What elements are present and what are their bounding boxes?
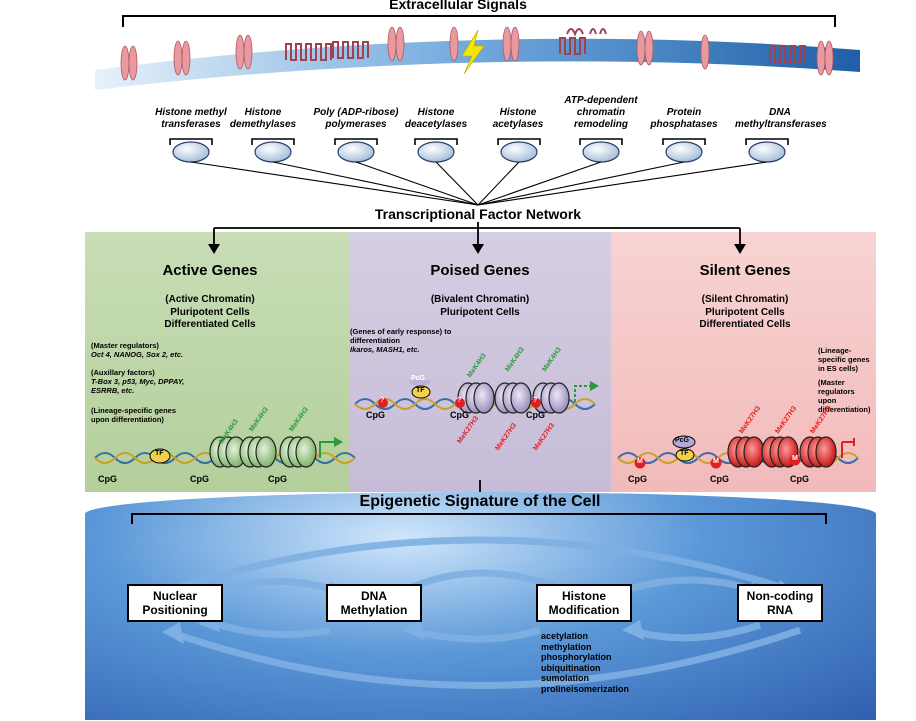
chromatin-graphics <box>94 380 859 469</box>
q-poised-2: ? <box>457 397 462 404</box>
poised-cells-1: Pluripotent Cells <box>440 307 520 318</box>
cpg-active-1: CpG <box>98 474 117 484</box>
receptor-1 <box>120 45 138 81</box>
pcg-silent: PcG <box>675 437 690 444</box>
histone-modification-box: Histone Modification <box>536 584 632 622</box>
receptor-5 <box>449 26 459 62</box>
enzyme-label-8: DNA methyltransferases <box>735 107 827 130</box>
top-bracket <box>122 15 836 27</box>
membrane-diagram <box>95 15 860 206</box>
silent-note-1: (Lineage-specific genes in ES cells) <box>818 346 870 373</box>
active-note-3: (Lineage-specific genes upon differentia… <box>91 406 177 424</box>
dna-methylation-box: DNA Methylation <box>326 584 422 622</box>
cpg-active-3: CpG <box>268 474 287 484</box>
tf-active: TF <box>155 450 164 457</box>
silent-block <box>841 438 855 458</box>
active-cells-1: Pluripotent Cells <box>170 307 250 318</box>
enzyme-oval-3 <box>337 141 375 163</box>
silent-note-2: (Master regulators upon differentiation) <box>818 378 871 414</box>
enzyme-label-4: Histone deacetylases <box>404 107 468 130</box>
cpg-poised-1: CpG <box>366 410 385 420</box>
poised-nucleosome-1 <box>457 382 495 414</box>
poised-arrow <box>574 385 592 402</box>
enzyme-oval-8 <box>748 141 786 163</box>
receptor-2 <box>173 40 191 76</box>
poised-tf <box>411 385 431 399</box>
silent-nucleosome-3 <box>799 436 837 468</box>
active-nucleosome-2 <box>239 436 277 468</box>
cpg-poised-2: CpG <box>450 410 469 420</box>
seven-tm-receptor-2 <box>332 41 369 59</box>
pcg-poised: PcG <box>411 375 426 382</box>
active-note-2: (Auxillary factors)T-Box 3, p53, Myc, DP… <box>91 368 185 395</box>
m-silent-1: M <box>637 458 643 465</box>
cpg-poised-3: CpG <box>526 410 545 420</box>
enzyme-label-5: Histone acetylases <box>492 107 544 130</box>
enzyme-label-3: Poly (ADP-ribose) polymerases <box>313 107 399 130</box>
non-coding-rna-box: Non-coding RNA <box>737 584 823 622</box>
extracellular-signals-title: Extracellular Signals <box>389 0 527 12</box>
active-nucleosome-3 <box>279 436 317 468</box>
active-genes-title: Active Genes <box>162 262 258 279</box>
cpg-silent-3: CpG <box>790 474 809 484</box>
receptor-9 <box>816 40 834 76</box>
histone-modifications-list: acetylation methylation phosphorylation … <box>541 631 630 694</box>
poised-note-1: (Genes of early response) to differentia… <box>350 327 452 354</box>
silent-cells-2: Differentiated Cells <box>699 319 791 330</box>
tf-silent: TF <box>680 450 689 457</box>
m-silent-3: M <box>792 455 798 462</box>
tf-poised: TF <box>416 387 425 394</box>
receptor-4 <box>387 26 405 62</box>
poised-nucleosome-3 <box>532 382 570 414</box>
receptor-6 <box>502 26 520 62</box>
silent-chromatin-label: (Silent Chromatin) <box>701 294 789 305</box>
cpg-silent-2: CpG <box>710 474 729 484</box>
nuclear-positioning-box: Nuclear Positioning <box>127 584 223 622</box>
enzyme-oval-6 <box>582 141 620 163</box>
enzyme-oval-2 <box>254 141 292 163</box>
q-poised-1: ? <box>380 397 385 404</box>
enzyme-oval-7 <box>665 141 703 163</box>
receptor-3 <box>235 34 253 70</box>
bivalent-chromatin-label: (Bivalent Chromatin) <box>430 294 530 305</box>
enzyme-label-1: Histone methyl transferases <box>155 107 227 130</box>
epigenetic-signature-title: Epigenetic Signature of the Cell <box>359 493 601 510</box>
poised-genes-title: Poised Genes <box>430 262 530 279</box>
enzyme-label-7: Protein phosphatases <box>650 107 718 130</box>
silent-cells-1: Pluripotent Cells <box>705 307 785 318</box>
receptor-8 <box>700 34 710 70</box>
lightning-bolt <box>461 29 485 75</box>
silent-nucleosome-1 <box>727 436 765 468</box>
seven-tm-receptor-1 <box>285 43 332 61</box>
m-silent-2: M <box>713 458 719 465</box>
active-arrow <box>319 441 336 458</box>
seven-tm-receptor-4 <box>769 45 806 63</box>
cpg-silent-1: CpG <box>628 474 647 484</box>
active-chromatin-label: (Active Chromatin) <box>165 294 255 305</box>
receptor-7 <box>636 30 654 66</box>
silent-tf <box>675 448 695 462</box>
cpg-active-2: CpG <box>190 474 209 484</box>
enzyme-oval-5 <box>500 141 538 163</box>
active-cells-2: Differentiated Cells <box>164 319 256 330</box>
silent-pcg <box>672 435 696 449</box>
poised-pcg <box>409 380 431 386</box>
active-note-1: (Master regulators)Oct 4, NANOG, Sox 2, … <box>91 341 184 359</box>
seven-tm-receptor-3 <box>559 37 586 55</box>
enzyme-oval-1 <box>172 141 210 163</box>
signature-bracket <box>131 513 827 524</box>
enzyme-label-6: ATP-dependent chromatin remodeling <box>564 95 638 130</box>
network-title: Transcriptional Factor Network <box>374 206 582 222</box>
silent-genes-title: Silent Genes <box>699 262 791 279</box>
q-poised-3: ? <box>533 397 538 404</box>
enzyme-label-2: Histone demethylases <box>229 107 297 130</box>
poised-panel <box>349 232 611 492</box>
panel-arrows <box>208 222 746 254</box>
enzyme-oval-4 <box>417 141 455 163</box>
coil-receptor <box>566 28 607 37</box>
poised-nucleosome-2 <box>494 382 532 414</box>
active-tf <box>149 448 171 464</box>
